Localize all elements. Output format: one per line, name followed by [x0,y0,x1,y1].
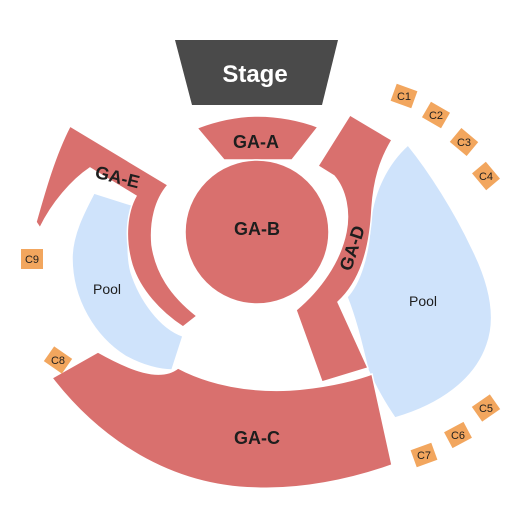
stage: Stage [175,40,338,105]
pool-left-label: Pool [93,281,121,297]
box-c2-shape[interactable] [421,101,451,129]
box-c4-shape[interactable] [472,161,500,191]
section-ga-a[interactable]: GA-A [195,115,320,161]
box-c5[interactable]: C5 [471,394,501,422]
box-c2-label: C2 [429,110,443,122]
pool-right-label: Pool [409,293,437,309]
section-ga-b-label: GA-B [234,219,280,239]
box-c8-shape[interactable] [43,346,73,374]
box-c4[interactable]: C4 [472,161,500,191]
box-c7-label: C7 [417,450,431,462]
box-c9[interactable]: C9 [21,249,43,269]
box-c6-shape[interactable] [444,421,472,449]
box-c1-shape[interactable] [390,83,418,109]
section-ga-c-label: GA-C [234,428,280,448]
section-ga-b[interactable]: GA-B [184,159,330,305]
box-c7[interactable]: C7 [410,442,438,468]
box-c3-label: C3 [457,137,471,149]
box-c7-shape[interactable] [410,442,438,468]
section-ga-d-shape[interactable] [295,113,394,383]
box-c1[interactable]: C1 [390,83,418,109]
stage-shape [175,40,338,105]
box-c4-label: C4 [479,171,493,183]
box-c8-label: C8 [51,355,65,367]
pool-left-shape[interactable] [71,192,184,371]
box-c3-shape[interactable] [449,128,479,156]
box-c9-shape[interactable] [21,249,43,269]
box-c2[interactable]: C2 [421,101,451,129]
box-c6-label: C6 [451,430,465,442]
box-c6[interactable]: C6 [444,421,472,449]
box-c3[interactable]: C3 [449,128,479,156]
section-ga-a-label: GA-A [233,132,279,152]
stage-label: Stage [222,61,287,88]
box-c1-label: C1 [397,91,411,103]
box-c9-label: C9 [25,254,39,266]
box-c8[interactable]: C8 [43,346,73,374]
box-c5-label: C5 [479,403,493,415]
box-c5-shape[interactable] [471,394,501,422]
section-ga-e-shape[interactable] [35,124,199,328]
section-ga-c-shape[interactable] [50,351,393,490]
section-ga-a-shape[interactable] [195,115,320,161]
section-ga-c[interactable]: GA-C [50,351,393,490]
pool-left[interactable]: Pool [71,192,184,371]
section-ga-b-shape[interactable] [184,159,330,305]
